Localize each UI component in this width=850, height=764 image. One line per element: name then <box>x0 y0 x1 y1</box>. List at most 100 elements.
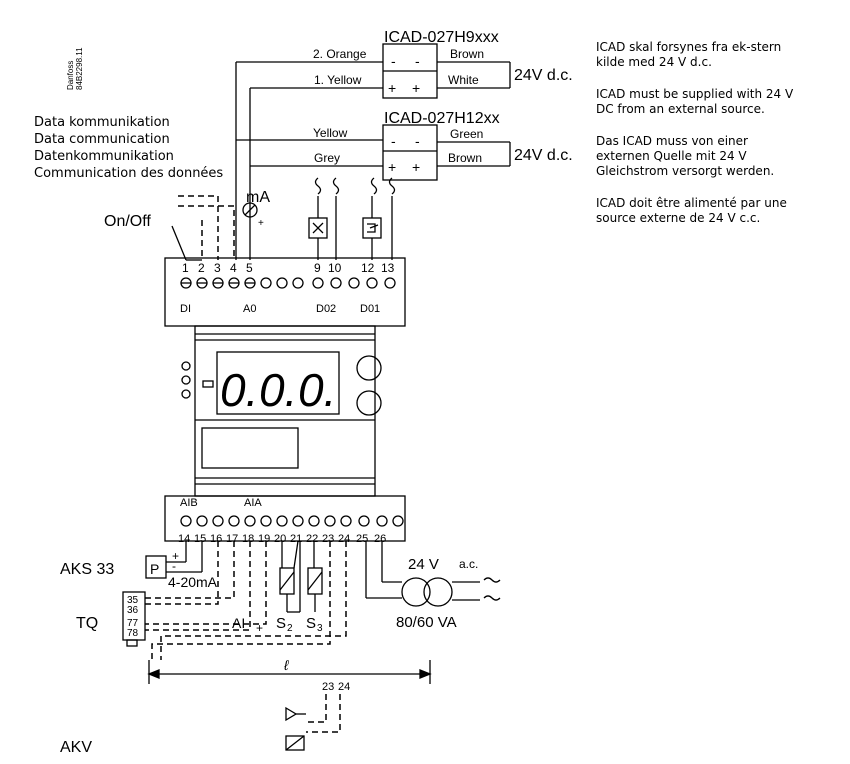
aks33-p-label: P <box>150 561 159 577</box>
supply-top-label: 24V d.c. <box>514 67 573 84</box>
top-minus-1: - <box>391 53 396 69</box>
group-aia: AIA <box>244 497 262 509</box>
bottom-terminal-screws <box>180 515 404 527</box>
top-plus-1: + <box>388 80 396 96</box>
transformer-coil-1 <box>401 577 431 607</box>
terminal-18: 18 <box>242 533 254 545</box>
akv-terminal-23: 23 <box>322 681 334 693</box>
s2-label: S <box>276 615 286 632</box>
akv-terminal-24: 24 <box>338 681 350 693</box>
display-digit-1: 0. <box>220 364 258 416</box>
terminal-4: 4 <box>230 261 237 275</box>
group-aib: AIB <box>180 497 198 509</box>
range-label: 4-20mA <box>168 574 218 590</box>
aks33-label: AKS 33 <box>60 561 114 578</box>
terminal-5: 5 <box>246 261 253 275</box>
out-green-label: Green <box>450 127 483 141</box>
wire-orange-label: 2. Orange <box>313 47 367 61</box>
tq-pin-35: 35 <box>127 595 139 606</box>
led-1 <box>181 361 191 371</box>
terminal-22: 22 <box>306 533 318 545</box>
ma-meter-icon <box>242 202 258 218</box>
out-brown2-label: Brown <box>448 151 482 165</box>
do1-coil-icon <box>362 217 382 239</box>
terminal-12: 12 <box>361 261 375 275</box>
display-digit-2: 0. <box>259 364 297 416</box>
terminal-25: 25 <box>356 533 368 545</box>
data-communication-labels: Data kommunikation Data communication Da… <box>34 114 223 182</box>
terminal-17: 17 <box>226 533 238 545</box>
s3-label: S <box>306 615 316 632</box>
transformer-coil-2 <box>423 577 453 607</box>
do2-coil-icon <box>308 217 328 239</box>
note-da: ICAD skal forsynes fra ek-stern kilde me… <box>596 40 782 69</box>
bottom-minus-1: - <box>391 133 396 149</box>
wire-yellow2-label: Yellow <box>313 126 348 140</box>
ai-label: AI <box>232 615 245 631</box>
icad-top-title: ICAD-027H9xxx <box>384 29 499 46</box>
group-a0: A0 <box>243 303 256 315</box>
ma-plus-label: + <box>258 218 264 229</box>
status-indicator <box>202 380 214 388</box>
button-down[interactable] <box>356 390 382 416</box>
s3-sub: 3 <box>317 623 323 634</box>
icad-bottom-box <box>382 124 438 181</box>
terminal-15: 15 <box>194 533 206 545</box>
bottom-minus-2: - <box>415 133 420 149</box>
wire-yellow-label: 1. Yellow <box>314 73 362 87</box>
terminal-23: 23 <box>322 533 334 545</box>
controller-bottom <box>164 495 406 542</box>
ac-unit-label: a.c. <box>459 557 478 571</box>
s2-sub: 2 <box>287 623 293 634</box>
tq-pin-77: 77 <box>127 618 139 629</box>
terminal-10: 10 <box>328 261 342 275</box>
group-d02: D02 <box>316 303 336 315</box>
doc-code-1: Danfoss <box>66 61 75 90</box>
terminal-1: 1 <box>182 261 189 275</box>
terminal-9: 9 <box>314 261 321 275</box>
note-de: Das ICAD muss von einer externen Quelle … <box>596 134 775 178</box>
group-di: DI <box>180 303 191 315</box>
bottom-plus-2: + <box>412 159 420 175</box>
terminal-26: 26 <box>374 533 386 545</box>
out-white-label: White <box>448 73 479 87</box>
terminal-19: 19 <box>258 533 270 545</box>
terminal-20: 20 <box>274 533 286 545</box>
terminal-13: 13 <box>381 261 395 275</box>
data-comm-da: Data kommunikation <box>34 115 170 130</box>
terminal-2: 2 <box>198 261 205 275</box>
on-off-label: On/Off <box>104 213 151 230</box>
ac-voltage-label: 24 V <box>408 556 439 573</box>
tq-pin-78: 78 <box>127 628 139 639</box>
ma-label: mA <box>246 189 270 206</box>
doc-code-2: 84B2298.11 <box>75 47 84 90</box>
akv-label: AKV <box>60 739 92 756</box>
va-label: 80/60 VA <box>396 614 457 631</box>
terminal-16: 16 <box>210 533 222 545</box>
display-window <box>216 351 340 415</box>
aks33-minus: - <box>172 559 176 573</box>
group-d01: D01 <box>360 303 380 315</box>
top-minus-2: - <box>415 53 420 69</box>
data-comm-fr: Communication des données <box>34 166 224 181</box>
terminal-24: 24 <box>338 533 350 545</box>
ai-plus: + <box>256 621 263 635</box>
length-label: ℓ <box>283 657 289 673</box>
terminal-3: 3 <box>214 261 221 275</box>
note-fr: ICAD doit être alimenté par une source e… <box>596 196 787 225</box>
top-plus-2: + <box>412 80 420 96</box>
button-up[interactable] <box>356 355 382 381</box>
note-en: ICAD must be supplied with 24 V DC from … <box>596 87 794 116</box>
data-comm-de: Datenkommunikation <box>34 149 174 164</box>
terminal-21: 21 <box>290 533 302 545</box>
tq-pin-36: 36 <box>127 605 139 616</box>
tq-label: TQ <box>76 615 98 632</box>
akv-valve-icon <box>285 735 305 751</box>
icad-bottom-title: ICAD-027H12xx <box>384 110 500 127</box>
led-2 <box>181 375 191 385</box>
wire-grey-label: Grey <box>314 151 340 165</box>
supply-bottom-label: 24V d.c. <box>514 147 573 164</box>
display-digit-3: 0. <box>298 364 336 416</box>
data-comm-en: Data communication <box>34 132 170 147</box>
